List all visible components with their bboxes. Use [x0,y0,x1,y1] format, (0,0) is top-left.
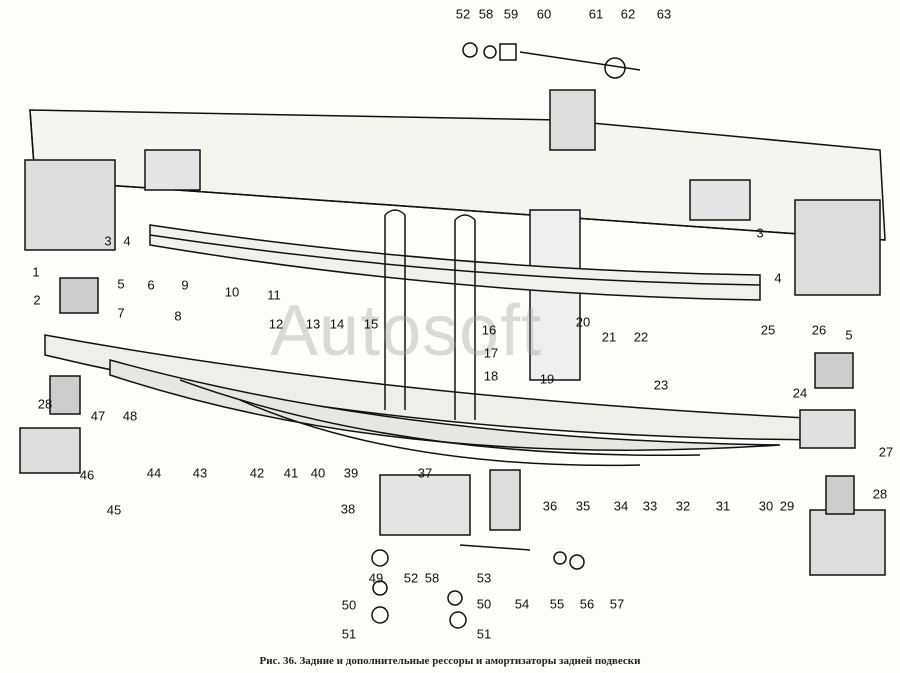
shock-absorber-upper [462,42,641,381]
callout-label: 15 [363,316,379,332]
callout-label: 18 [483,368,499,384]
callout-label: 2 [33,292,41,308]
callout-label: 30 [758,498,774,514]
callout-label: 51 [476,626,492,642]
callout-label: 20 [575,314,591,330]
callout-label: 44 [146,465,162,481]
callout-label: 39 [343,465,359,481]
callout-label: 58 [478,6,494,22]
callout-label: 4 [123,233,131,249]
callout-label: 14 [329,316,345,332]
shock-absorber-lower [371,469,585,629]
callout-label: 5 [117,276,125,292]
brackets [19,149,886,576]
callout-label: 28 [37,396,53,412]
callout-label: 63 [656,6,672,22]
callout-label: 12 [268,316,284,332]
callout-label: 52 [455,6,471,22]
callout-label: 3 [756,225,764,241]
callout-label: 9 [181,277,189,293]
callout-label: 21 [601,329,617,345]
callout-label: 41 [283,465,299,481]
callout-label: 27 [878,444,894,460]
callout-label: 37 [417,465,433,481]
callout-label: 13 [305,316,321,332]
callout-label: 62 [620,6,636,22]
callout-label: 56 [579,596,595,612]
callout-label: 5 [845,327,853,343]
callout-label: 48 [122,408,138,424]
callout-label: 47 [90,408,106,424]
callout-label: 55 [549,596,565,612]
callout-label: 7 [117,305,125,321]
callout-label: 16 [481,322,497,338]
callout-label: 50 [341,597,357,613]
u-bolts [384,209,476,420]
callout-label: 58 [424,570,440,586]
callout-label: 8 [174,308,182,324]
watermark: Autosoft [270,291,543,371]
callout-label: 28 [872,486,888,502]
callout-label: 29 [779,498,795,514]
callout-label: 40 [310,465,326,481]
callout-label: 23 [653,377,669,393]
callout-label: 50 [476,596,492,612]
callout-label: 22 [633,329,649,345]
callout-label: 60 [536,6,552,22]
callout-label: 4 [774,270,782,286]
callout-label: 53 [476,570,492,586]
callout-label: 19 [539,371,555,387]
callout-label: 46 [79,467,95,483]
callout-label: 61 [588,6,604,22]
callout-label: 38 [340,501,356,517]
callout-label: 31 [715,498,731,514]
callout-label: 10 [224,284,240,300]
callout-label: 42 [249,465,265,481]
callout-label: 52 [403,570,419,586]
callout-label: 49 [368,570,384,586]
callout-label: 6 [147,277,155,293]
callout-label: 26 [811,322,827,338]
callout-label: 11 [267,287,281,303]
callout-label: 3 [104,233,112,249]
figure-caption: Рис. 36. Задние и дополнительные рессоры… [259,655,641,667]
callout-label: 32 [675,498,691,514]
callout-label: 34 [613,498,629,514]
callout-label: 54 [514,596,530,612]
callout-label: 43 [192,465,208,481]
callout-label: 24 [792,385,808,401]
callout-label: 25 [760,322,776,338]
callout-label: 45 [106,502,122,518]
callout-label: 36 [542,498,558,514]
callout-label: 17 [483,345,499,361]
callout-label: 59 [503,6,519,22]
callout-label: 51 [341,626,357,642]
callout-label: 57 [609,596,625,612]
callout-label: 35 [575,498,591,514]
callout-label: 33 [642,498,658,514]
callout-label: 1 [32,264,40,280]
